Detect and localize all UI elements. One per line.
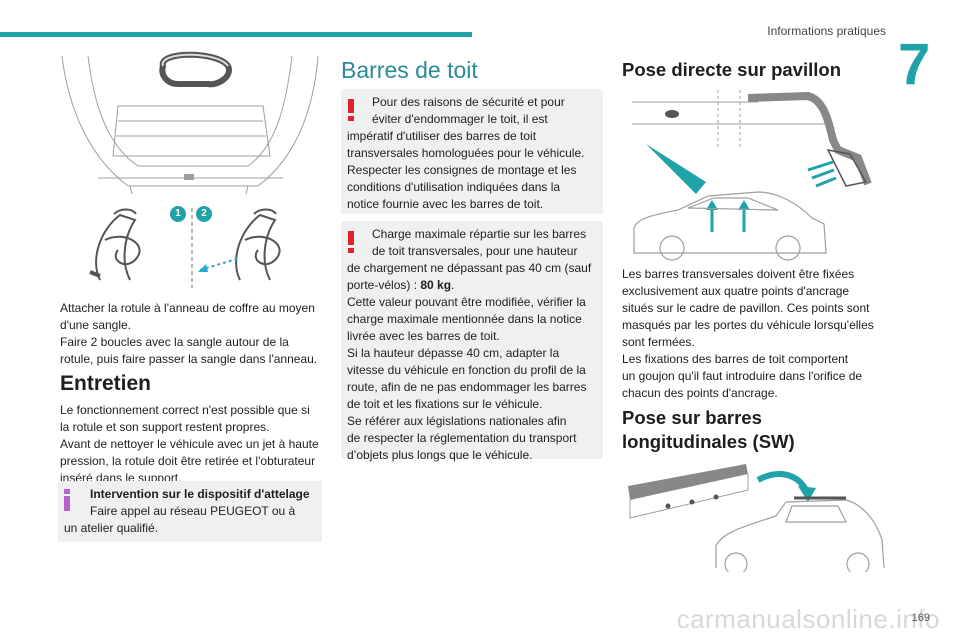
info-box: Intervention sur le dispositif d'attelag… — [58, 481, 322, 542]
text-line: éviter d'endommager le toit, il est — [372, 112, 548, 126]
text-line: route, afin de ne pas endommager les bar… — [347, 380, 587, 394]
step-badge-2: 2 — [196, 206, 212, 222]
entretien-paragraph: Le fonctionnement correct n'est possible… — [60, 402, 330, 487]
text-line: de respecter la réglementation du transp… — [347, 431, 577, 445]
step-badge-1: 1 — [170, 206, 186, 222]
text-line: Respecter les consignes de montage et le… — [347, 163, 577, 177]
text-line: exclusivement aux quatre points d'ancrag… — [622, 284, 850, 298]
text-run: porte-vélos) : — [347, 278, 421, 292]
text-line: Attacher la rotule à l'anneau de coffre … — [60, 301, 315, 315]
roof-mount-illustration — [632, 90, 872, 261]
text-line: Avant de nettoyer le véhicule avec un je… — [60, 437, 319, 451]
text-line: porte-vélos) : 80 kg. — [347, 277, 602, 294]
max-load-value: 80 kg — [420, 278, 452, 292]
text-line: livrée avec les barres de toit. — [347, 329, 500, 343]
text-line: situés sur le cadre de pavillon. Ces poi… — [622, 301, 870, 315]
text-line: Se référer aux législations nationales a… — [347, 414, 567, 428]
text-line: Faire appel au réseau PEUGEOT ou à — [90, 504, 296, 518]
text-line: Faire 2 boucles avec la sangle autour de… — [60, 335, 289, 349]
text-line: Si la hauteur dépasse 40 cm, adapter la — [347, 346, 560, 360]
text-line: Les fixations des barres de toit comport… — [622, 352, 849, 366]
text-line: un atelier qualifié. — [64, 521, 159, 535]
trunk-illustration — [61, 51, 319, 195]
text-line: Les barres transversales doivent être fi… — [622, 267, 855, 281]
text-line: transversales homologuées pour le véhicu… — [347, 146, 585, 160]
watermark: carmanualsonline.info — [676, 604, 940, 634]
text-line: Pour des raisons de sécurité et pour — [372, 95, 565, 109]
text-line: vitesse du véhicule en fonction du profi… — [347, 363, 586, 377]
longitudinal-bars-illustration — [628, 464, 885, 572]
text-line: Charge maximale répartie sur les barres — [372, 227, 587, 241]
text-line: conditions d'utilisation indiquées dans … — [347, 180, 561, 194]
text-line: Le fonctionnement correct n'est possible… — [60, 403, 310, 417]
section-title: Informations pratiques — [767, 24, 886, 38]
towball-strap-illustration — [89, 208, 281, 288]
page-number: 169 — [911, 612, 930, 624]
pose-directe-paragraph: Les barres transversales doivent être fi… — [622, 266, 892, 402]
title-line: longitudinales (SW) — [622, 431, 795, 452]
text-line: de toit transversales, pour une hauteur — [372, 244, 578, 258]
text-line: un goujon qu'il faut introduire dans l'o… — [622, 369, 863, 383]
pose-directe-title: Pose directe sur pavillon — [622, 59, 841, 80]
text-line: chacun des points d'ancrage. — [622, 386, 778, 400]
text-line: masqués par les portes du véhicule lorsq… — [622, 318, 874, 332]
text-line: pression, la rotule doit être retirée et… — [60, 454, 316, 468]
warning-icon — [348, 99, 354, 121]
text-line: notice fournie avec les barres de toit. — [347, 197, 544, 211]
warning-box-2: Charge maximale répartie sur les barres … — [341, 221, 603, 462]
header-accent-bar — [0, 32, 472, 37]
text-line: Cette valeur pouvant être modifiée, véri… — [347, 295, 586, 309]
text-line: d’objets plus longs que le véhicule. — [347, 448, 533, 462]
attach-paragraph: Attacher la rotule à l'anneau de coffre … — [60, 300, 330, 368]
info-icon — [64, 489, 70, 511]
entretien-title: Entretien — [60, 372, 152, 395]
title-line: Pose sur barres — [622, 407, 762, 428]
text-line: d'une sangle. — [60, 318, 132, 332]
text-run: . — [451, 278, 455, 292]
text-line: charge maximale mentionnée dans la notic… — [347, 312, 582, 326]
chapter-number: 7 — [898, 32, 931, 97]
barres-de-toit-title: Barres de toit — [341, 57, 478, 83]
info-title: Intervention sur le dispositif d'attelag… — [90, 487, 310, 501]
text-line: rotule, puis faire passer la sangle dans… — [60, 352, 318, 366]
pose-barres-title: Pose sur barres longitudinales (SW) — [622, 406, 795, 454]
warning-box-1: Pour des raisons de sécurité et pour évi… — [341, 89, 603, 214]
text-line: de chargement ne dépassant pas 40 cm (sa… — [347, 261, 592, 275]
warning-icon — [348, 231, 354, 253]
text-line: impératif d'utiliser des barres de toit — [347, 129, 537, 143]
text-line: de toit et les fixations sur le véhicule… — [347, 397, 543, 411]
text-line: sont fermées. — [622, 335, 695, 349]
text-line: la rotule et son support restent propres… — [60, 420, 270, 434]
